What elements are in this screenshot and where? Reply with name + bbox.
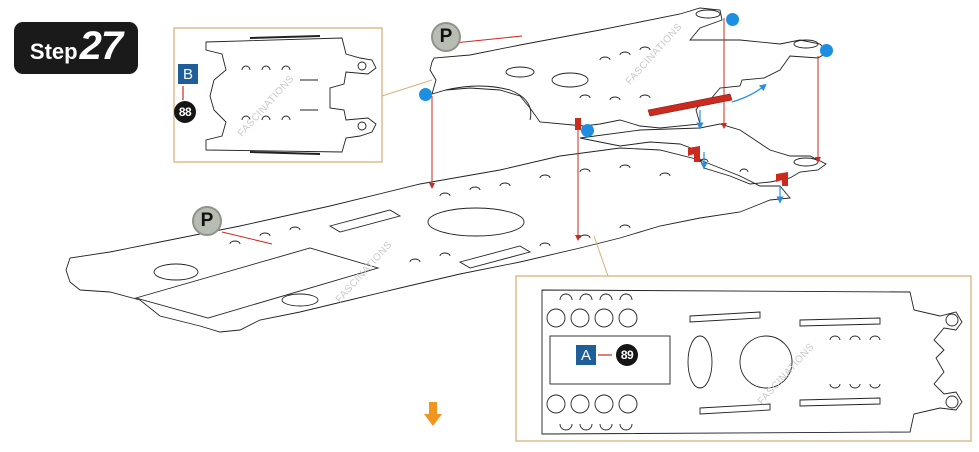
step-badge: Step 27 <box>14 22 138 74</box>
part-letter-a: A <box>576 345 596 365</box>
part-number-89: 89 <box>616 344 638 366</box>
main-deck-part <box>65 147 791 333</box>
blue-dot-icon <box>820 44 833 57</box>
inset-b-connector <box>381 79 433 97</box>
step-number: 27 <box>79 24 123 68</box>
inset-part-a-outline <box>541 289 963 435</box>
blue-motion-arrows <box>696 83 784 204</box>
red-rail-part <box>647 93 733 117</box>
p-callout-lower: P <box>192 206 222 236</box>
step-word: Step <box>29 39 78 64</box>
red-bracket-left <box>688 146 700 162</box>
inset-a-connector <box>593 235 609 277</box>
upper-deck-part <box>429 7 829 129</box>
blue-dot-icon <box>581 124 594 137</box>
part-number-88: 88 <box>174 101 196 123</box>
next-step-arrow-icon <box>424 402 442 426</box>
red-bracket-right <box>776 172 788 186</box>
blue-dot-icon <box>726 13 739 26</box>
inset-part-b-outline <box>205 35 377 155</box>
middle-deck-part <box>579 123 827 185</box>
part-letter-b: B <box>178 64 198 84</box>
p-callout-upper: P <box>431 22 461 52</box>
blue-dot-icon <box>419 88 432 101</box>
red-post-part <box>575 118 581 130</box>
